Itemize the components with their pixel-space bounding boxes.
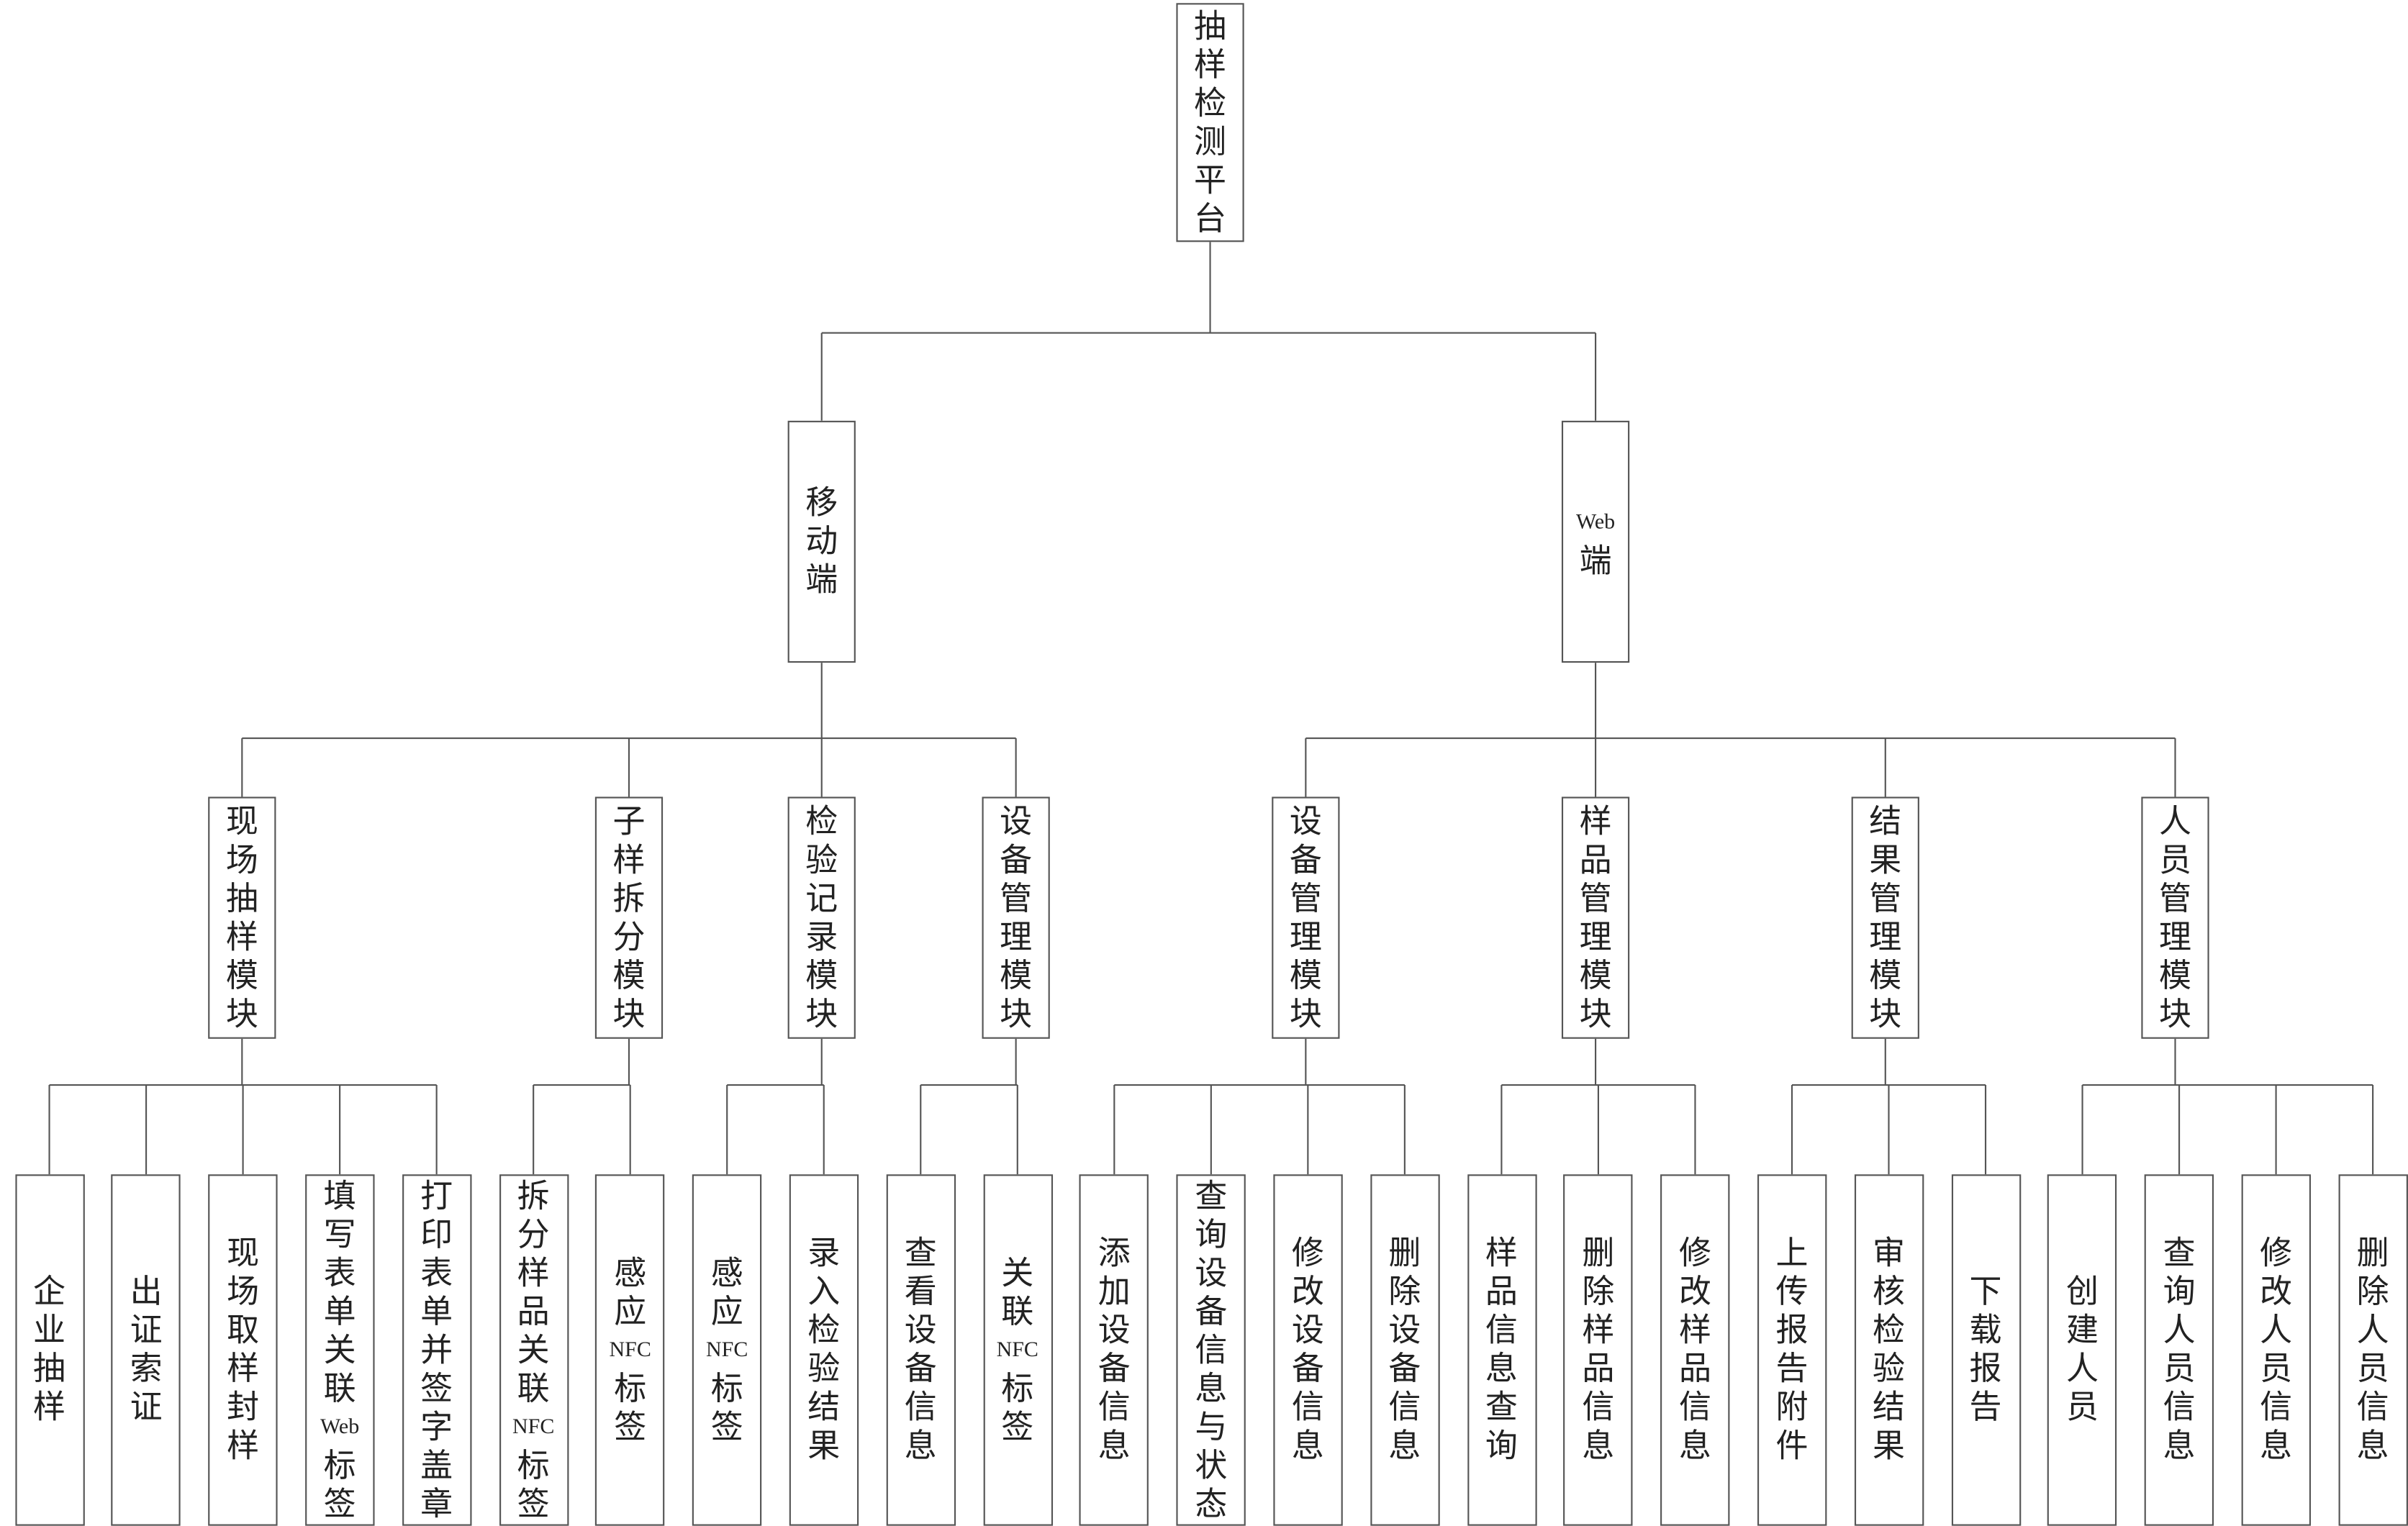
function-node: 查看设备信息 xyxy=(886,1174,956,1526)
module-node: 子样拆分模块 xyxy=(594,796,664,1039)
function-node: 添加设备信息 xyxy=(1079,1174,1149,1526)
module-node: 现场抽样模块 xyxy=(208,796,276,1039)
module-node: 设备管理模块 xyxy=(1272,796,1340,1039)
platform-node: 移动端 xyxy=(787,420,856,663)
function-node: 下载报告 xyxy=(1950,1174,2021,1526)
function-node: 出证索证 xyxy=(111,1174,181,1526)
function-node: 修改人员信息 xyxy=(2241,1174,2311,1526)
function-node: 修改样品信息 xyxy=(1660,1174,1730,1526)
module-node: 人员管理模块 xyxy=(2141,796,2209,1039)
module-node: 样品管理模块 xyxy=(1561,796,1630,1039)
function-node: 修改设备信息 xyxy=(1273,1174,1343,1526)
root-node: 抽样检测平台 xyxy=(1176,3,1244,242)
module-node: 结果管理模块 xyxy=(1851,796,1919,1039)
function-node: 查询人员信息 xyxy=(2144,1174,2214,1526)
function-node: 创建人员 xyxy=(2047,1174,2117,1526)
function-node: 打印表单并签字盖章 xyxy=(402,1174,471,1526)
function-node: 上传报告附件 xyxy=(1757,1174,1827,1526)
function-node: 审核检验结果 xyxy=(1854,1174,1924,1526)
function-node: 现场取样封样 xyxy=(208,1174,278,1526)
function-node: 样品信息查询 xyxy=(1467,1174,1536,1526)
module-node: 设备管理模块 xyxy=(982,796,1050,1039)
function-node: 企业抽样 xyxy=(14,1174,84,1526)
function-node: 删除样品信息 xyxy=(1563,1174,1634,1526)
function-node: 删除人员信息 xyxy=(2337,1174,2408,1526)
function-node: 查询设备信息与状态 xyxy=(1176,1174,1246,1526)
function-node: 录入检验结果 xyxy=(789,1174,859,1526)
module-node: 检验记录模块 xyxy=(787,796,856,1039)
function-node: 删除设备信息 xyxy=(1370,1174,1440,1526)
